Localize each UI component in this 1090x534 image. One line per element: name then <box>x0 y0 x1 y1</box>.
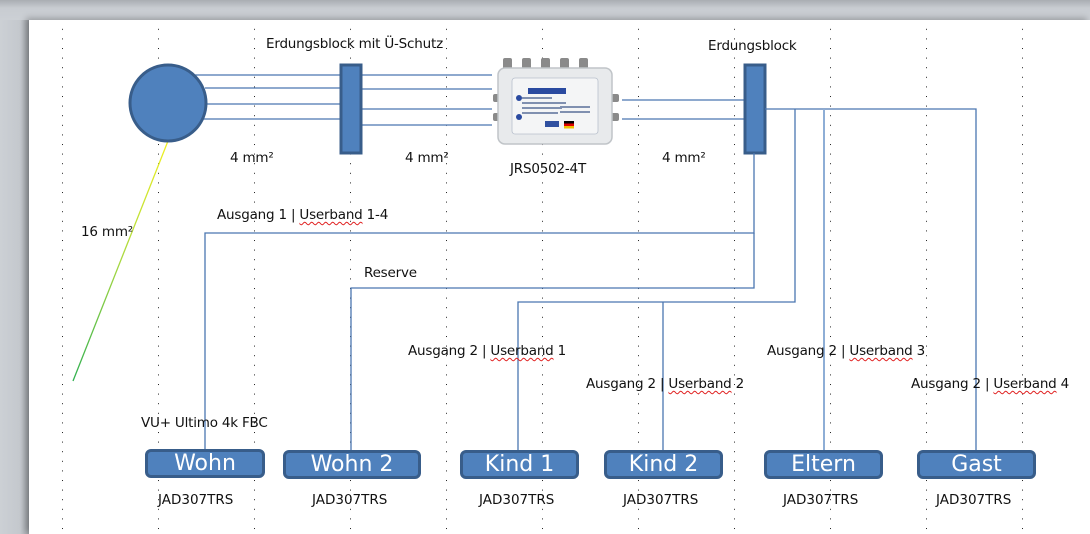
device-label: JAD307TRS <box>936 492 1012 508</box>
output2-ub2-label: Ausgang 2 | Userband 2 <box>586 376 744 392</box>
output1-label: Ausgang 1 | Userband 1-4 <box>217 207 388 223</box>
output-label-prefix: Ausgang 2 | <box>586 376 669 392</box>
lnb-cables <box>175 74 492 126</box>
output-label-prefix: Ausgang 2 | <box>911 376 994 392</box>
output2-ub1-label: Ausgang 2 | Userband 1 <box>408 343 566 359</box>
room-kind-1: Kind 1 <box>460 450 579 479</box>
wire-size-label: 4 mm² <box>230 150 274 166</box>
wire-size-label: 4 mm² <box>662 150 706 166</box>
room-wohn-2: Wohn 2 <box>283 450 421 479</box>
output-label-suffix: 4 <box>1056 376 1070 392</box>
output-label-word: Userband <box>668 376 732 392</box>
multiswitch-icon <box>493 58 619 145</box>
output-label-prefix: Ausgang 1 | <box>217 207 300 223</box>
ground-wire-size-label: 16 mm² <box>81 224 133 240</box>
device-label: JAD307TRS <box>623 492 699 508</box>
room-kind-2: Kind 2 <box>604 450 723 479</box>
ground-block-label: Erdungsblock <box>708 38 797 54</box>
device-label: JAD307TRS <box>158 492 234 508</box>
reserve-label: Reserve <box>364 265 417 281</box>
output-label-prefix: Ausgang 2 | <box>767 343 850 359</box>
output-label-word: Userband <box>490 343 554 359</box>
output-label-suffix: 2 <box>731 376 745 392</box>
distribution-cables <box>204 108 977 452</box>
ground-wire-16mm <box>72 140 169 382</box>
device-label: JAD307TRS <box>312 492 388 508</box>
satellite-dish-icon <box>128 63 208 143</box>
output-label-word: Userband <box>299 207 363 223</box>
ground-block <box>743 63 767 155</box>
switch-output-cables <box>622 99 745 120</box>
output-label-prefix: Ausgang 2 | <box>408 343 491 359</box>
device-label: JAD307TRS <box>783 492 859 508</box>
output-label-word: Userband <box>993 376 1057 392</box>
device-label: JAD307TRS <box>479 492 555 508</box>
receiver-label: VU+ Ultimo 4k FBC <box>141 415 268 431</box>
output2-ub3-label: Ausgang 2 | Userband 3 <box>767 343 925 359</box>
workspace-left-margin <box>0 20 29 534</box>
output-label-suffix: 1 <box>553 343 567 359</box>
room-wohn: Wohn <box>145 449 265 478</box>
ground-block-surge <box>339 63 363 155</box>
output-label-suffix: 1-4 <box>362 207 389 223</box>
ground-block-surge-label: Erdungsblock mit Ü-Schutz <box>266 36 443 52</box>
room-eltern: Eltern <box>764 450 883 479</box>
output-label-suffix: 3 <box>912 343 926 359</box>
output-label-word: Userband <box>849 343 913 359</box>
multiswitch-label: JRS0502-4T <box>510 161 586 177</box>
wire-size-label: 4 mm² <box>405 150 449 166</box>
room-gast: Gast <box>917 450 1036 479</box>
output2-ub4-label: Ausgang 2 | Userband 4 <box>911 376 1069 392</box>
window-top-bar <box>0 0 1090 20</box>
